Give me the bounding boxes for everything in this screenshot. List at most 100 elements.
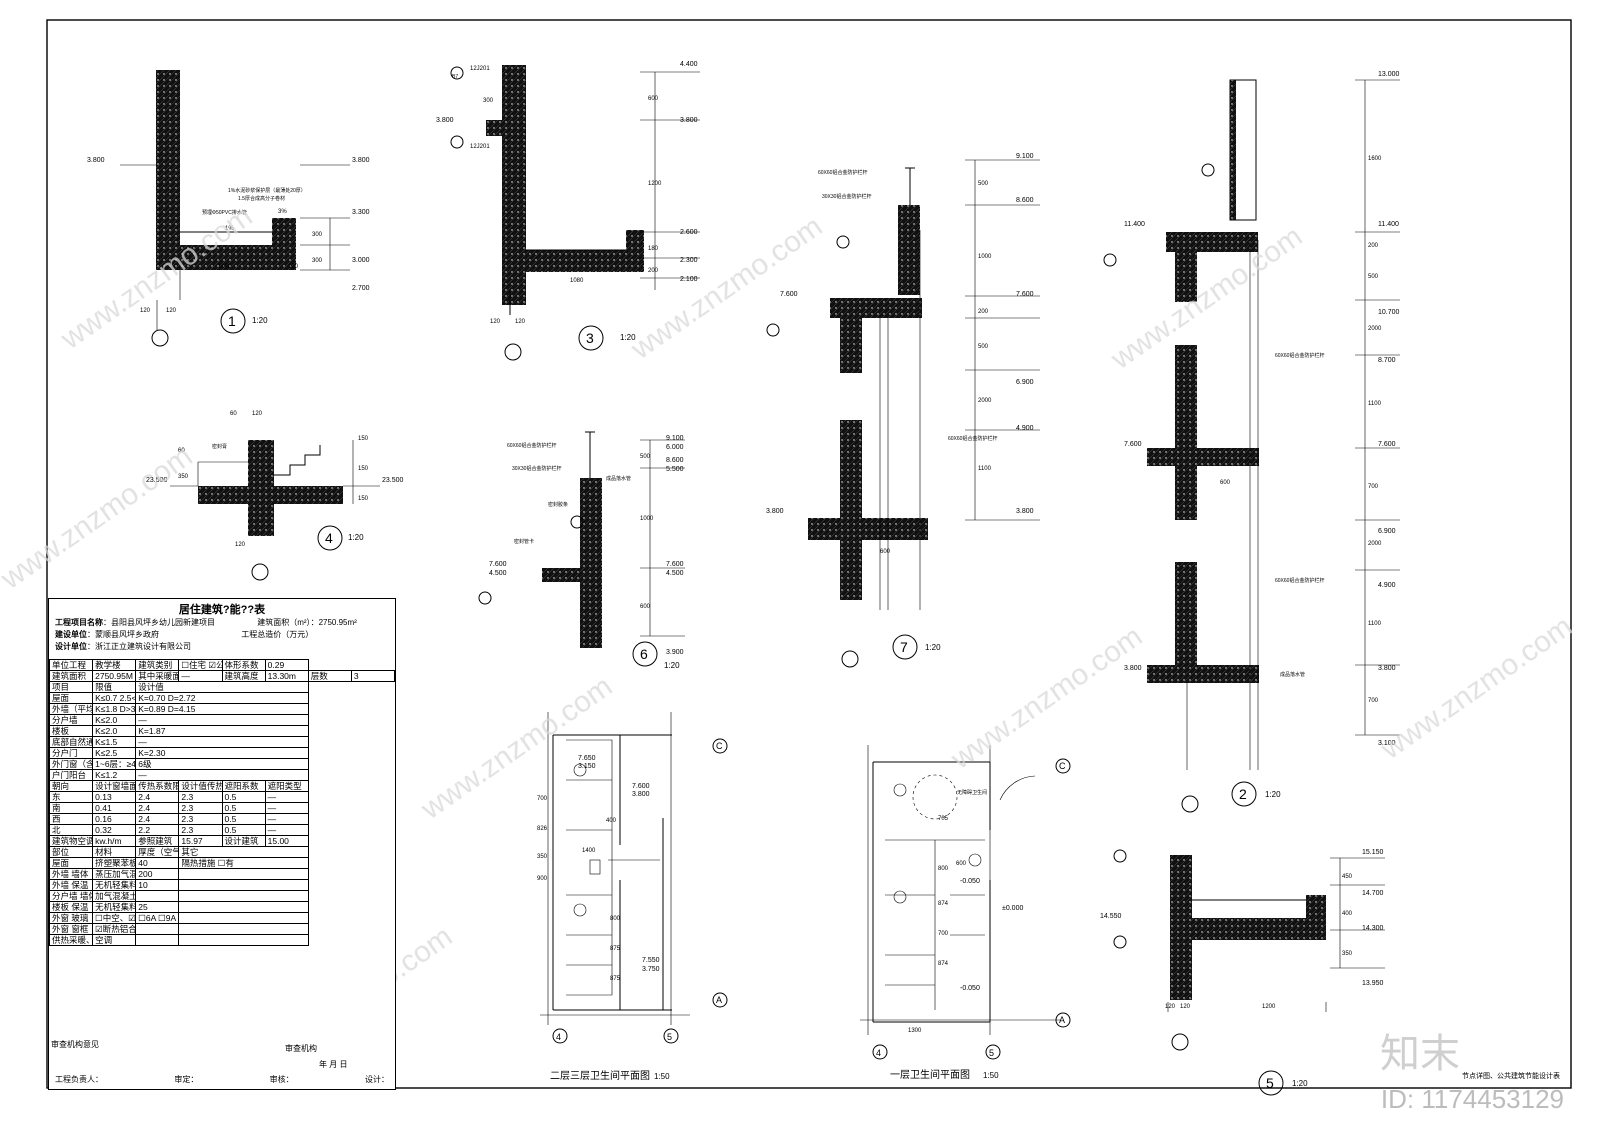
table-cell: — bbox=[135, 769, 309, 781]
cost-label: 工程总造价（万元） bbox=[241, 630, 314, 639]
upper-toilet-plan: C A 4 5 7.650 3.150 7.600 3.800 7.550 3.… bbox=[537, 712, 728, 1082]
table-cell: ☐住宅 ☑公共 bbox=[178, 659, 223, 671]
table-cell: 2.3 bbox=[178, 802, 223, 814]
project-name: 县阳县风坪乡幼儿园新建项目 bbox=[111, 618, 215, 627]
ground-note: 无障碍卫生间 bbox=[957, 789, 987, 796]
table-cell: 供热采暖、制冷系统、太阳能利用形式及其它节能措施 bbox=[48, 934, 94, 946]
table-cell: ☐6A ☐9A ☑12A ☐15A ☐>20A bbox=[135, 912, 180, 924]
d1-elev: 2.700 bbox=[352, 285, 370, 292]
table-cell: 40 bbox=[135, 857, 180, 869]
d3-dim: 1200 bbox=[648, 181, 662, 187]
table-cell: 6级 bbox=[135, 758, 309, 770]
sig-project-lead: 工程负责人： bbox=[55, 1075, 103, 1084]
d2-elev: 3.100 bbox=[1378, 740, 1396, 747]
d7-elev: 8.600 bbox=[1016, 197, 1034, 204]
table-cell: 0.16 bbox=[92, 813, 137, 825]
d3-scale: 1:20 bbox=[620, 333, 636, 342]
table-row: 外窗 玻璃☐中空、☑低辐射中空☐6A ☐9A ☑12A ☐15A ☐>20A bbox=[48, 912, 395, 924]
d2-note: 成品落水管 bbox=[1280, 671, 1305, 678]
d7-number: 7 bbox=[900, 639, 908, 655]
ground-dim: 1300 bbox=[908, 1028, 922, 1034]
table-cell: 外墙 墙体 bbox=[48, 868, 94, 880]
detail-1: 3.800 3.800 3.300 3.000 2.700 300 300 10… bbox=[87, 70, 370, 347]
d3-ref: 12J201 bbox=[470, 66, 490, 72]
table-cell: — bbox=[264, 813, 309, 825]
table-cell: 0.5 bbox=[221, 802, 266, 814]
table-cell: K≤1.8 D>3.0 bbox=[92, 703, 137, 715]
d2-elev: 3.800 bbox=[1378, 665, 1396, 672]
table-cell: 东 bbox=[48, 791, 94, 803]
d7-elev: 7.600 bbox=[1016, 291, 1034, 298]
d4-label: 密封膏 bbox=[212, 443, 227, 450]
table-cell: 北 bbox=[48, 824, 94, 836]
upper-axis: A bbox=[716, 995, 722, 1005]
designer-label: 设计单位 bbox=[55, 642, 87, 651]
upper-axis: C bbox=[716, 741, 723, 751]
table-cell: 屋面 bbox=[48, 857, 94, 869]
table-cell: 2.2 bbox=[135, 824, 180, 836]
table-cell: 0.41 bbox=[92, 802, 137, 814]
d1-dim: 1080 bbox=[218, 264, 232, 270]
table-cell: 建筑物空调采暖年耗电量 bbox=[48, 835, 94, 847]
table-cell: K≤2.5 bbox=[92, 747, 137, 759]
d4-scale: 1:20 bbox=[348, 533, 364, 542]
d5-dim: 1200 bbox=[1262, 1004, 1276, 1010]
table-cell: 10 bbox=[135, 879, 180, 891]
d6-note: 密封胶条 bbox=[548, 501, 568, 508]
d2-note: 60X60铝合金防护栏杆 bbox=[1275, 577, 1324, 584]
review-label: 审查机构意见 bbox=[51, 1040, 99, 1049]
review-date: 年 月 日 bbox=[319, 1060, 348, 1069]
ground-dim: 700 bbox=[938, 931, 949, 937]
upper-axis: 4 bbox=[556, 1032, 561, 1042]
d4-dim: 120 bbox=[252, 411, 263, 417]
table-cell: 0.29 bbox=[264, 659, 309, 671]
energy-saving-table: 居住建筑?能??表 工程项目名称：县阳县风坪乡幼儿园新建项目 建筑面积（m²）：… bbox=[48, 598, 396, 1090]
table-cell: 加气混凝土砌块（B06） bbox=[92, 890, 137, 902]
table-cell: 项目 bbox=[48, 681, 94, 693]
watermark-text: www.znzmo.com bbox=[1374, 610, 1578, 767]
d4-number: 4 bbox=[325, 530, 333, 546]
table-cell: 朝向 bbox=[48, 780, 94, 792]
table-row: 外窗 窗框☑断热铝合金、☐普通铝合金、☐塑料、☐其它 bbox=[48, 923, 395, 935]
d1-number: 1 bbox=[228, 313, 236, 329]
d3-ref-sheet: B7 bbox=[452, 74, 458, 80]
d2-dim: 700 bbox=[1368, 484, 1379, 490]
table-cell: 建筑类别 bbox=[135, 659, 180, 671]
table-cell: 材料 bbox=[92, 846, 137, 858]
d7-dim: 2000 bbox=[978, 398, 992, 404]
review-org: 审查机构 bbox=[285, 1044, 317, 1053]
d2-elev: 3.800 bbox=[1124, 665, 1142, 672]
table-cell: 挤塑聚苯板 bbox=[92, 857, 137, 869]
table-cell: — bbox=[135, 736, 309, 748]
d6-note: 密封管卡 bbox=[514, 538, 534, 545]
d6-elev: 5.500 bbox=[666, 466, 684, 473]
d3-dim: 200 bbox=[648, 268, 659, 274]
table-cell: 2750.95M bbox=[92, 670, 137, 682]
table-cell bbox=[178, 934, 309, 946]
table-cell: 外门窗（含阳台门）气密性等级 GB/T7106-2008 bbox=[48, 758, 94, 770]
ground-dim: 705 bbox=[938, 816, 949, 822]
d7-elev: 6.900 bbox=[1016, 379, 1034, 386]
ground-plan-scale: 1:50 bbox=[983, 1071, 999, 1080]
table-cell: 外墙（平均值） bbox=[48, 703, 94, 715]
d2-elev: 10.700 bbox=[1378, 309, 1400, 316]
d5-elev: 14.550 bbox=[1100, 913, 1122, 920]
area-label: 建筑面积（m²） bbox=[257, 618, 311, 627]
table-row: 底部自然通风的架空楼板K≤1.5— bbox=[48, 736, 395, 748]
table-cell: 分户墙 bbox=[48, 714, 94, 726]
d2-dim: 1100 bbox=[1368, 401, 1382, 407]
table-cell: 外墙 保温 bbox=[48, 879, 94, 891]
d7-dim: 500 bbox=[978, 181, 989, 187]
table-cell: 无机轻集料保温砂浆Ⅰ型 bbox=[92, 879, 137, 891]
table-cell: 25 bbox=[135, 901, 180, 913]
table-cell: 蒸压加气混凝土砌块（B07） bbox=[92, 868, 137, 880]
d3-dim: 120 bbox=[515, 319, 526, 325]
d1-dim: 120 bbox=[166, 308, 177, 314]
d7-scale: 1:20 bbox=[925, 643, 941, 652]
d3-elev: 2.100 bbox=[680, 276, 698, 283]
